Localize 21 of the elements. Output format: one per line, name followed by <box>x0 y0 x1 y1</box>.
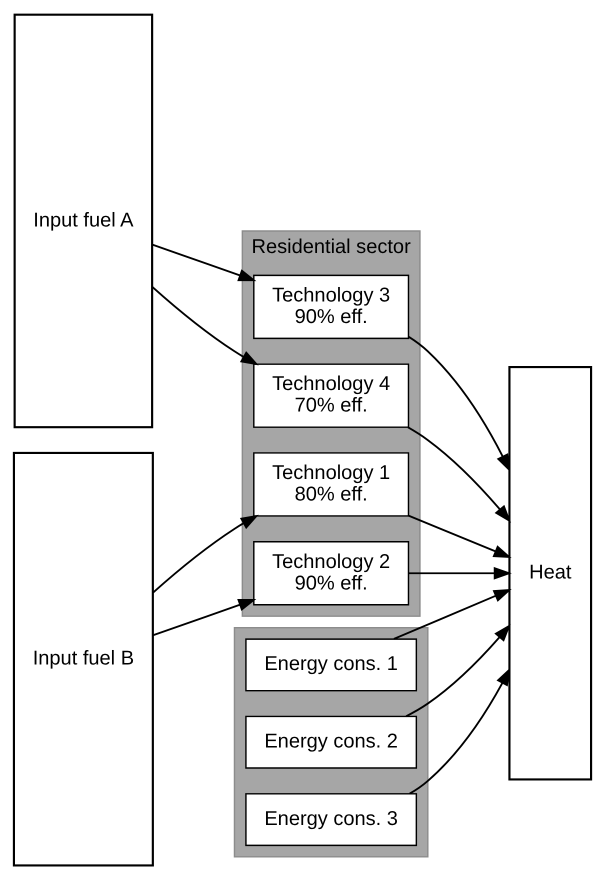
arrow <box>152 598 256 636</box>
arrow <box>408 566 512 580</box>
arrow <box>408 514 512 558</box>
arrow <box>408 336 510 472</box>
node-box: Technology 4 70% eff. <box>253 362 410 428</box>
arrow <box>406 623 511 717</box>
node-box: Input fuel B <box>12 451 154 866</box>
arrow <box>152 514 259 593</box>
arrow <box>152 243 256 281</box>
node-box: Technology 3 90% eff. <box>253 274 410 339</box>
arrow <box>409 667 511 794</box>
node-box: Energy cons. 3 <box>245 792 418 846</box>
node-box: Energy cons. 1 <box>245 638 418 691</box>
arrow <box>152 286 259 365</box>
node-box: Heat <box>508 365 592 780</box>
arrow <box>394 588 512 640</box>
node-box: Energy cons. 2 <box>245 715 418 768</box>
node-box: Technology 2 90% eff. <box>253 540 410 605</box>
node-box: Technology 1 80% eff. <box>253 452 410 516</box>
node-box: Input fuel A <box>14 13 154 428</box>
cluster <box>234 626 429 858</box>
